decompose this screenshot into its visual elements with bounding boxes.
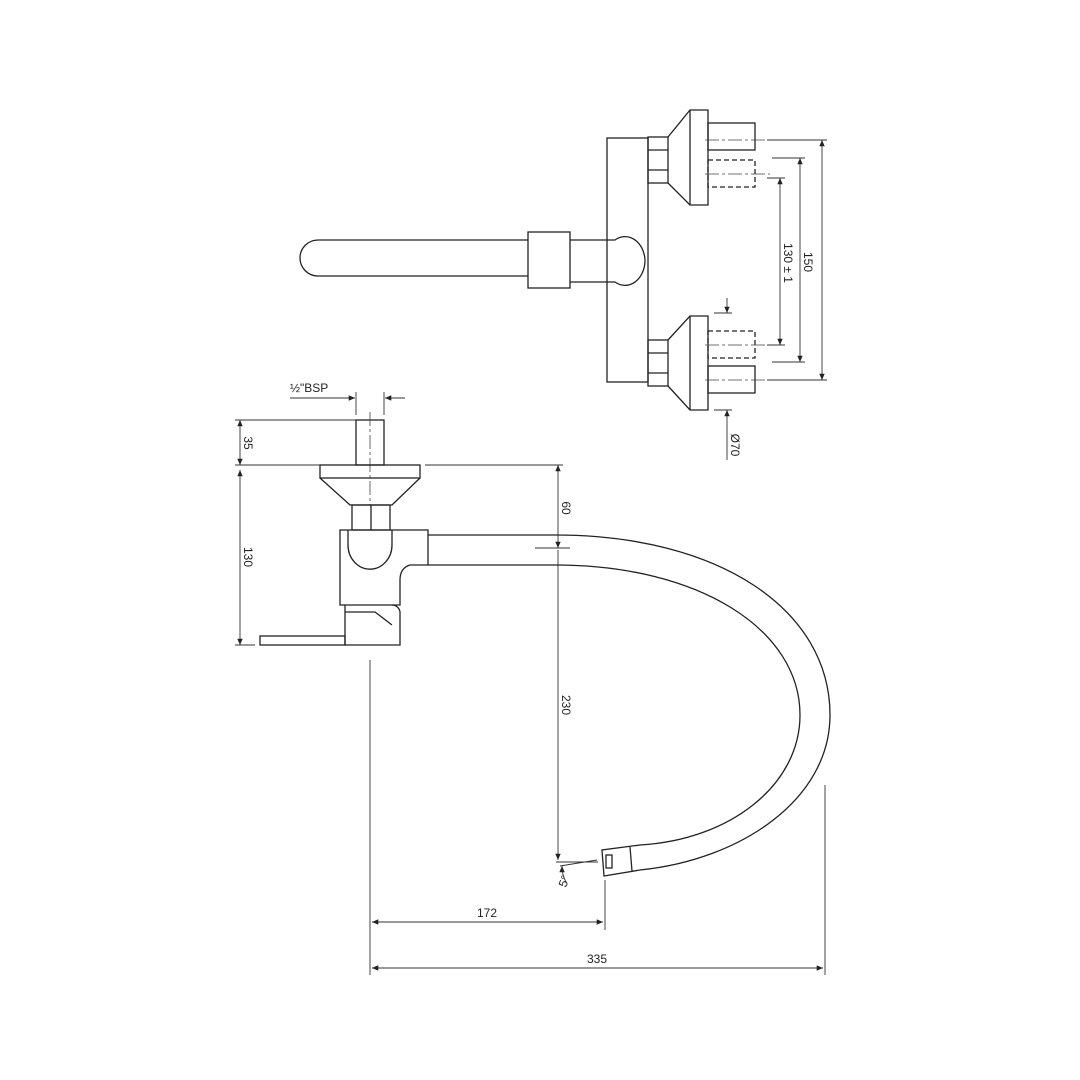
inlet-pipe-hidden-2	[707, 330, 756, 359]
dim-150: 150	[801, 252, 815, 272]
hex-nut-upper	[647, 136, 669, 184]
spout-side	[428, 534, 831, 871]
swivel-joint	[570, 236, 646, 286]
top-view: 130 ± 1 150 Ø70	[299, 109, 827, 460]
hex-nut-lower	[647, 339, 669, 387]
dim-35: 35	[241, 436, 255, 450]
inlet-pipe-2	[707, 365, 756, 394]
dim-335: 335	[587, 952, 607, 966]
dim-172: 172	[477, 906, 497, 920]
side-view: 35 130 ½"BSP 60 230 5° 172 335	[235, 381, 831, 975]
inlet-pipe-hidden-1	[707, 159, 756, 188]
dim-60: 60	[559, 501, 573, 515]
handle-block-top	[527, 231, 571, 289]
dim-130: 130	[241, 547, 255, 567]
body-top	[606, 137, 649, 383]
flange-side	[319, 464, 421, 479]
spout-outlet	[601, 844, 641, 877]
inlet-pipe-1	[707, 122, 756, 151]
dim-dia70: Ø70	[728, 434, 742, 457]
spout-top	[299, 239, 528, 277]
dim-230: 230	[559, 695, 573, 715]
flange-upper	[667, 109, 709, 206]
dim-angle: 5°	[556, 873, 573, 889]
body-side	[339, 529, 429, 606]
dim-bsp: ½"BSP	[290, 381, 328, 395]
handle-side	[344, 604, 401, 646]
flange-lower	[667, 315, 709, 411]
dim-130-tol: 130 ± 1	[781, 243, 795, 283]
lever	[259, 635, 346, 646]
